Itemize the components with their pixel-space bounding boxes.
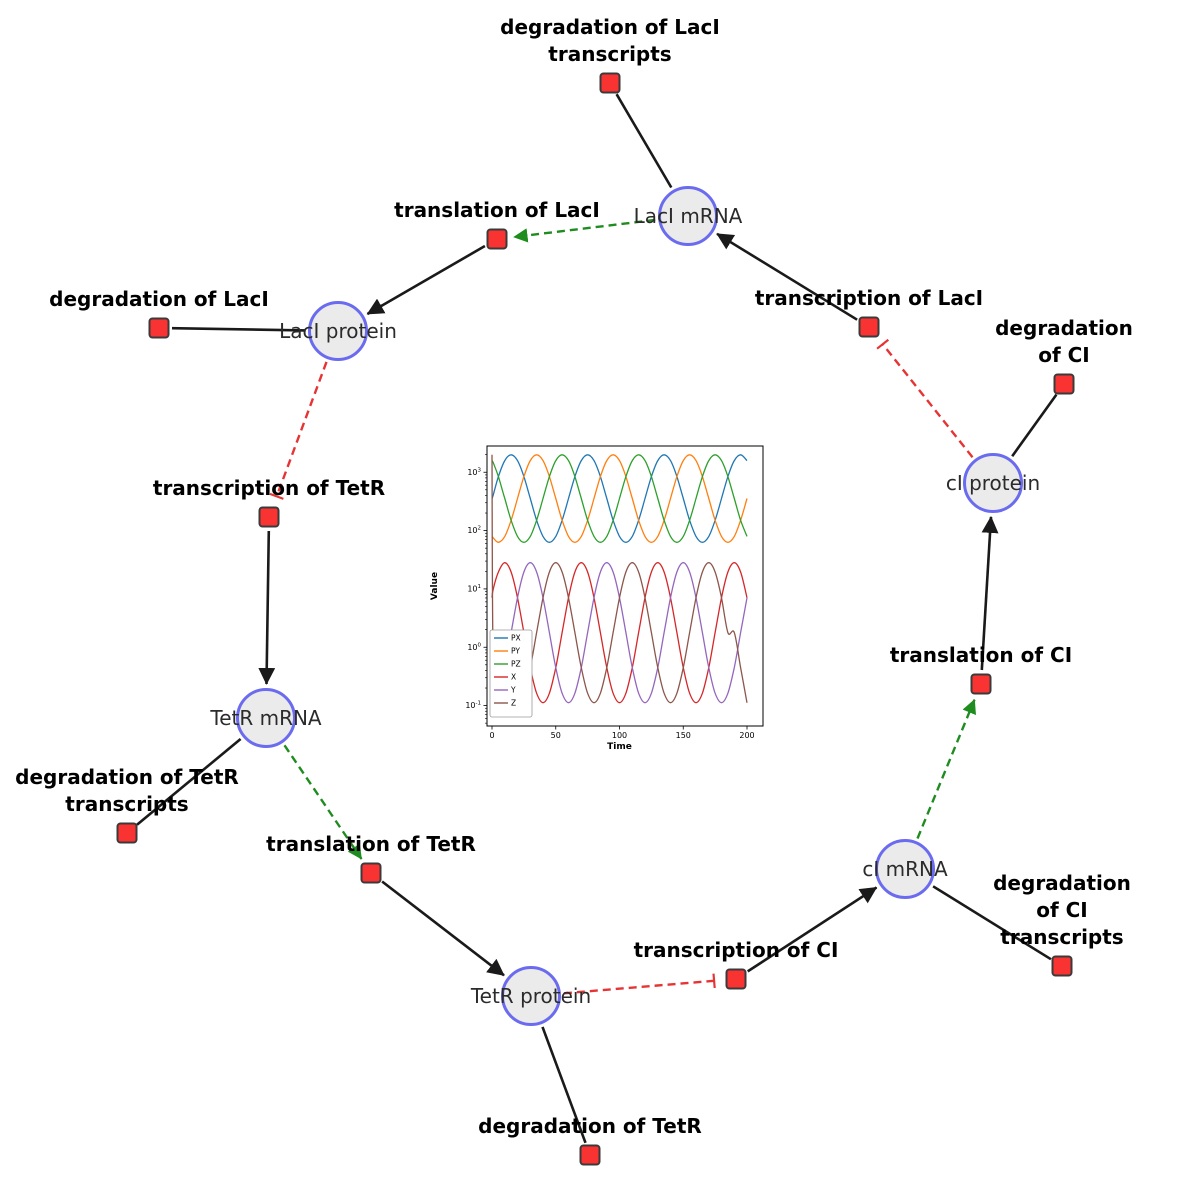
edge-production-translation_TetR--TetR_protein: [381, 880, 505, 977]
reaction-node-deg_LacI[interactable]: [148, 317, 170, 339]
reaction-node-deg_TetR_transcripts[interactable]: [116, 822, 138, 844]
species-node-cI_protein[interactable]: [963, 453, 1023, 513]
legend-label-Y: Y: [510, 686, 516, 695]
edge-modifier-TetR_mRNA--translation_TetR: [283, 744, 363, 860]
edge-production-translation_LacI--LacI_protein: [366, 244, 486, 316]
reaction-node-transcription_LacI[interactable]: [858, 316, 880, 338]
x-tick-label: 150: [676, 731, 691, 740]
edge-inhibition-cI_protein--transcription_LacI: [876, 338, 974, 458]
edge-consumption-cI_mRNA--deg_CI_transcripts: [932, 885, 1052, 961]
y-tick-label: 101: [467, 584, 481, 594]
reaction-label-translation_TetR: translation of TetR: [266, 832, 476, 856]
species-node-LacI_protein[interactable]: [308, 301, 368, 361]
y-tick-label: 102: [467, 526, 481, 536]
y-tick-label: 100: [467, 642, 481, 652]
reaction-node-translation_CI[interactable]: [970, 673, 992, 695]
edge-production-transcription_CI--cI_mRNA: [746, 886, 878, 973]
reaction-node-deg_TetR[interactable]: [579, 1144, 601, 1166]
reaction-node-deg_LacI_transcripts[interactable]: [599, 72, 621, 94]
edge-consumption-LacI_protein--deg_LacI: [171, 326, 306, 332]
series-line-Y: [491, 562, 748, 704]
edge-production-transcription_LacI--LacI_mRNA: [716, 232, 858, 321]
reaction-label-deg_LacI_transcripts: degradation of LacI transcripts: [500, 15, 720, 66]
series-line-PY: [491, 454, 748, 543]
species-node-LacI_mRNA[interactable]: [658, 186, 718, 246]
species-node-TetR_protein[interactable]: [501, 966, 561, 1026]
x-tick-label: 50: [551, 731, 561, 740]
legend-label-PX: PX: [511, 634, 521, 643]
edge-production-translation_CI--cI_protein: [980, 516, 999, 671]
series-line-PX: [491, 454, 748, 543]
reaction-label-transcription_CI: transcription of CI: [633, 938, 839, 962]
legend-label-PY: PY: [511, 647, 520, 656]
edge-modifier-LacI_mRNA--translation_LacI: [513, 218, 656, 243]
x-axis-label: Time: [607, 742, 632, 752]
reaction-node-deg_CI_transcripts[interactable]: [1051, 955, 1073, 977]
reaction-node-transcription_CI[interactable]: [725, 968, 747, 990]
legend-label-Z: Z: [511, 699, 516, 708]
legend-label-X: X: [511, 673, 516, 682]
reaction-label-deg_CI_transcripts: degradation of CI transcripts: [993, 871, 1131, 949]
reaction-label-deg_LacI: degradation of LacI: [49, 287, 269, 311]
species-node-cI_mRNA[interactable]: [875, 839, 935, 899]
legend-label-PZ: PZ: [511, 660, 521, 669]
reaction-label-translation_CI: translation of CI: [889, 643, 1073, 667]
y-tick-label: 103: [467, 467, 481, 477]
reaction-node-translation_TetR[interactable]: [360, 862, 382, 884]
species-label-LacI_mRNA: LacI mRNA: [633, 204, 743, 228]
edge-consumption-cI_protein--deg_CI: [1011, 393, 1058, 457]
species-node-TetR_mRNA[interactable]: [236, 688, 296, 748]
reaction-node-translation_LacI[interactable]: [486, 228, 508, 250]
reaction-label-transcription_TetR: transcription of TetR: [152, 476, 386, 500]
species-label-LacI_protein: LacI protein: [279, 319, 397, 343]
y-tick-label: 10-1: [465, 701, 481, 711]
species-label-cI_protein: cI protein: [945, 471, 1041, 495]
reaction-label-deg_CI: degradation of CI: [995, 316, 1133, 367]
edge-inhibition-LacI_protein--transcription_TetR: [269, 361, 328, 500]
species-label-TetR_protein: TetR protein: [470, 984, 592, 1008]
x-tick-label: 100: [612, 731, 627, 740]
species-label-cI_mRNA: cI mRNA: [862, 857, 948, 881]
edge-production-transcription_TetR--TetR_mRNA: [258, 530, 276, 685]
edge-consumption-TetR_mRNA--deg_TetR_transcripts: [136, 737, 242, 826]
y-axis-label: Value: [430, 572, 440, 600]
edge-consumption-LacI_mRNA--deg_LacI_transcripts: [615, 93, 673, 189]
edge-consumption-TetR_protein--deg_TetR: [541, 1026, 587, 1144]
species-label-TetR_mRNA: TetR mRNA: [210, 706, 322, 730]
reaction-label-deg_TetR: degradation of TetR: [478, 1114, 702, 1138]
chart-legend: PX PY PZ XYZ: [489, 629, 533, 718]
reaction-label-translation_LacI: translation of LacI: [394, 198, 600, 222]
reaction-node-transcription_TetR[interactable]: [258, 506, 280, 528]
reaction-node-deg_CI[interactable]: [1053, 373, 1075, 395]
series-line-PZ: [491, 454, 748, 543]
reaction-label-deg_TetR_transcripts: degradation of TetR transcripts: [15, 765, 239, 816]
x-tick-label: 200: [739, 731, 754, 740]
plot-frame: [486, 445, 764, 727]
reaction-label-transcription_LacI: transcription of LacI: [754, 286, 984, 310]
x-tick-label: 0: [489, 731, 494, 740]
